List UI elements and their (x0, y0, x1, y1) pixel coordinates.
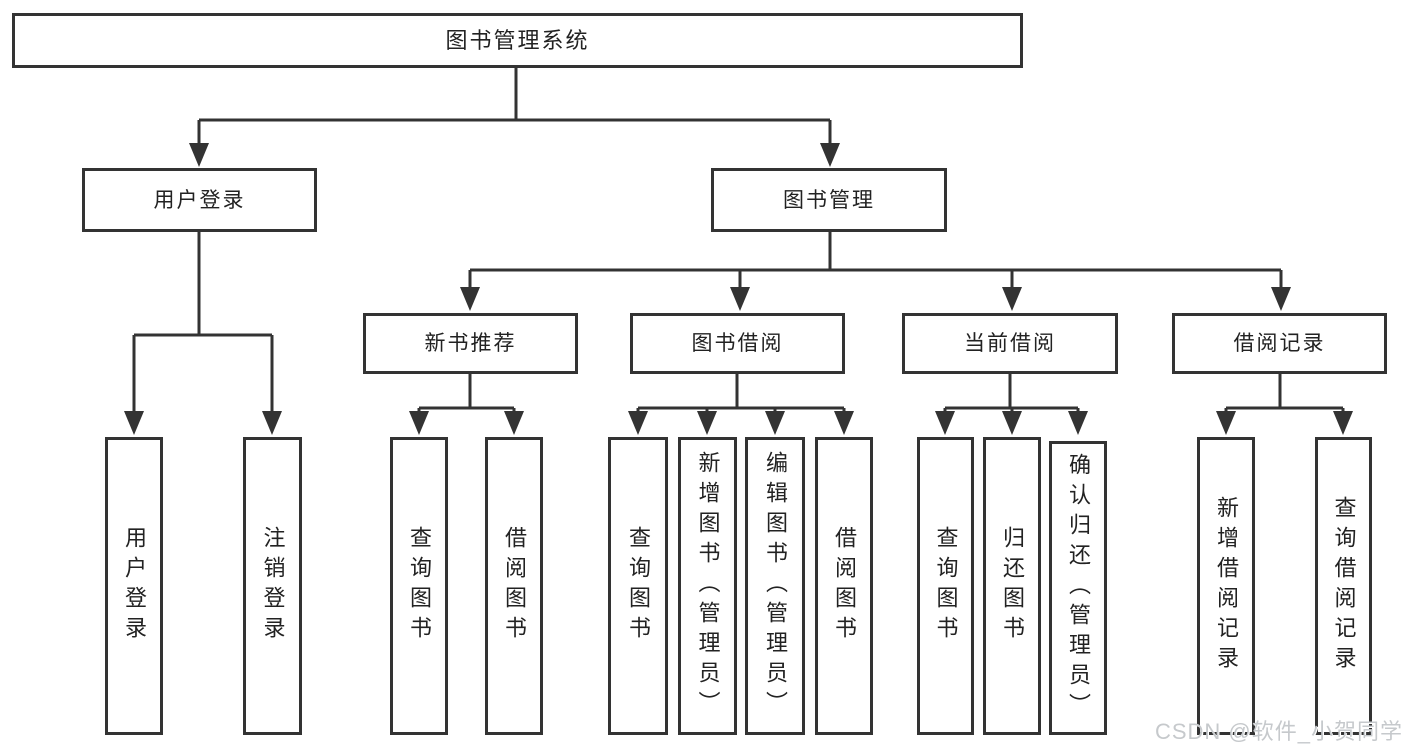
node-user-login: 用户登录 (82, 168, 317, 232)
node-leaf-borrowing-borrow-books: 借阅图书 (815, 437, 873, 735)
arrowhead (262, 411, 282, 435)
arrowhead (697, 411, 717, 435)
node-leaf-records-add-record: 新增借阅记录 (1197, 437, 1255, 735)
node-leaf-recommend-borrow-books: 借阅图书 (485, 437, 543, 735)
node-leaf-recommend-query-books: 查询图书 (390, 437, 448, 735)
arrowhead (1002, 411, 1022, 435)
arrowhead (628, 411, 648, 435)
arrowhead (730, 287, 750, 311)
node-leaf-borrowing-add-books: 新增图书（管理员） (678, 437, 737, 735)
arrowhead (765, 411, 785, 435)
arrowhead (1216, 411, 1236, 435)
arrowhead (504, 411, 524, 435)
arrowhead (820, 143, 840, 167)
arrowhead (460, 287, 480, 311)
arrowhead (124, 411, 144, 435)
node-leaf-current-return-books: 归还图书 (983, 437, 1041, 735)
node-current-borrowing: 当前借阅 (902, 313, 1118, 374)
node-leaf-records-query-record: 查询借阅记录 (1315, 437, 1372, 735)
arrowhead (1068, 411, 1088, 435)
arrowhead (935, 411, 955, 435)
arrowhead (1333, 411, 1353, 435)
node-root: 图书管理系统 (12, 13, 1023, 68)
node-new-book-recommend: 新书推荐 (363, 313, 578, 374)
arrowhead (1002, 287, 1022, 311)
node-leaf-current-confirm-return: 确认归还（管理员） (1049, 441, 1107, 735)
node-book-management: 图书管理 (711, 168, 947, 232)
node-leaf-borrowing-query-books: 查询图书 (608, 437, 668, 735)
arrowhead (189, 143, 209, 167)
node-book-borrowing: 图书借阅 (630, 313, 845, 374)
tree-edges (132, 68, 1345, 413)
watermark: CSDN @软件_小贺同学 (1154, 719, 1403, 744)
arrowhead-group (124, 143, 1353, 435)
arrowhead (834, 411, 854, 435)
node-leaf-logout: 注销登录 (243, 437, 302, 735)
node-leaf-user-login: 用户登录 (105, 437, 163, 735)
arrowhead (409, 411, 429, 435)
node-leaf-borrowing-edit-books: 编辑图书（管理员） (745, 437, 805, 735)
node-leaf-current-query-books: 查询图书 (917, 437, 974, 735)
arrowhead (1271, 287, 1291, 311)
node-borrowing-records: 借阅记录 (1172, 313, 1387, 374)
